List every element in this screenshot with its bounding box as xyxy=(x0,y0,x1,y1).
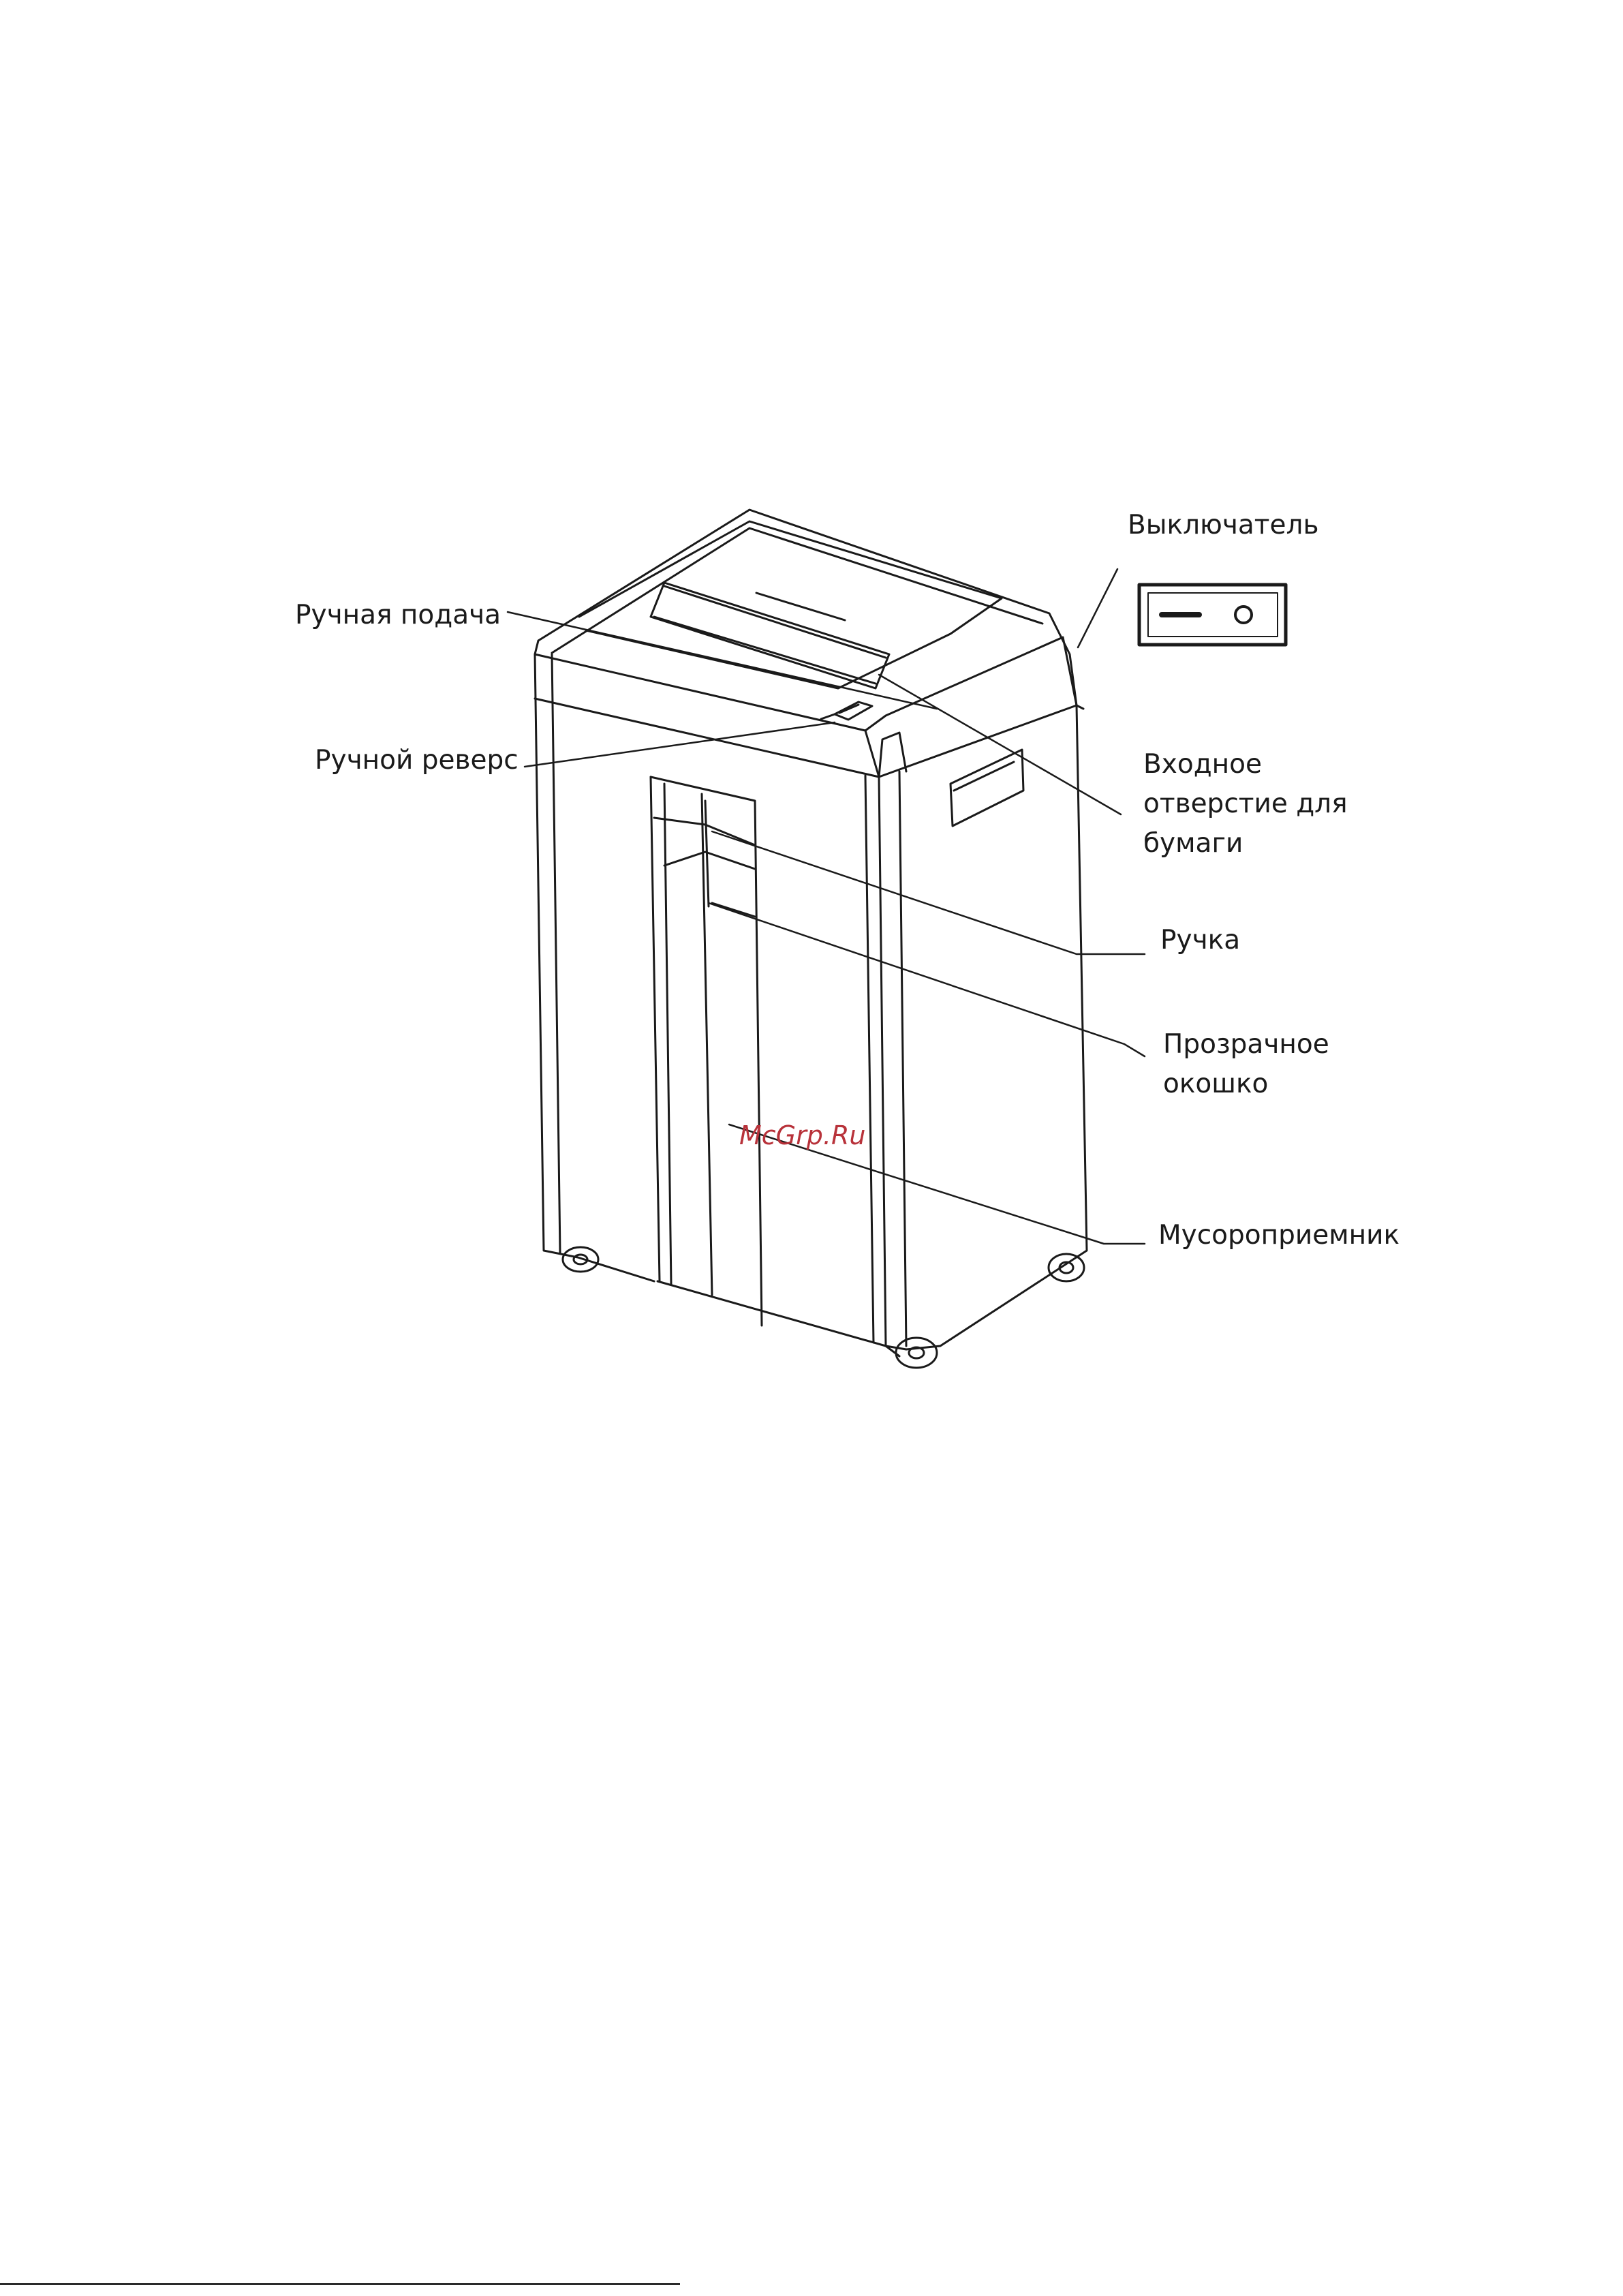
callout-manual-feed: Ручная подача xyxy=(295,596,501,634)
callout-handle: Ручка xyxy=(1160,921,1240,960)
callout-manual-reverse: Ручной реверс xyxy=(315,741,519,780)
callout-paper-inlet-line2: отверстие для xyxy=(1143,785,1348,823)
footer-rule xyxy=(0,2283,680,2285)
leader-manual-reverse xyxy=(525,722,835,767)
shredder-body xyxy=(535,654,1087,1349)
waste-bin-door xyxy=(651,777,762,1326)
casters xyxy=(563,1247,1084,1368)
leader-window xyxy=(709,903,1145,1056)
leader-paper-inlet xyxy=(879,675,1121,814)
leader-power-switch xyxy=(1078,569,1117,647)
callout-window-line2: окошко xyxy=(1163,1065,1268,1103)
leader-manual-feed xyxy=(508,612,937,709)
power-switch-detail xyxy=(1139,585,1286,645)
shredder-top-cover xyxy=(535,510,1077,777)
callout-power-switch: Выключатель xyxy=(1128,506,1318,545)
watermark: McGrp.Ru xyxy=(739,1119,865,1152)
callout-waste-bin: Мусороприемник xyxy=(1158,1216,1400,1255)
callout-window-line1: Прозрачное xyxy=(1163,1026,1329,1064)
callout-paper-inlet-line1: Входное xyxy=(1143,746,1262,784)
callout-paper-inlet-line3: бумаги xyxy=(1143,825,1243,863)
